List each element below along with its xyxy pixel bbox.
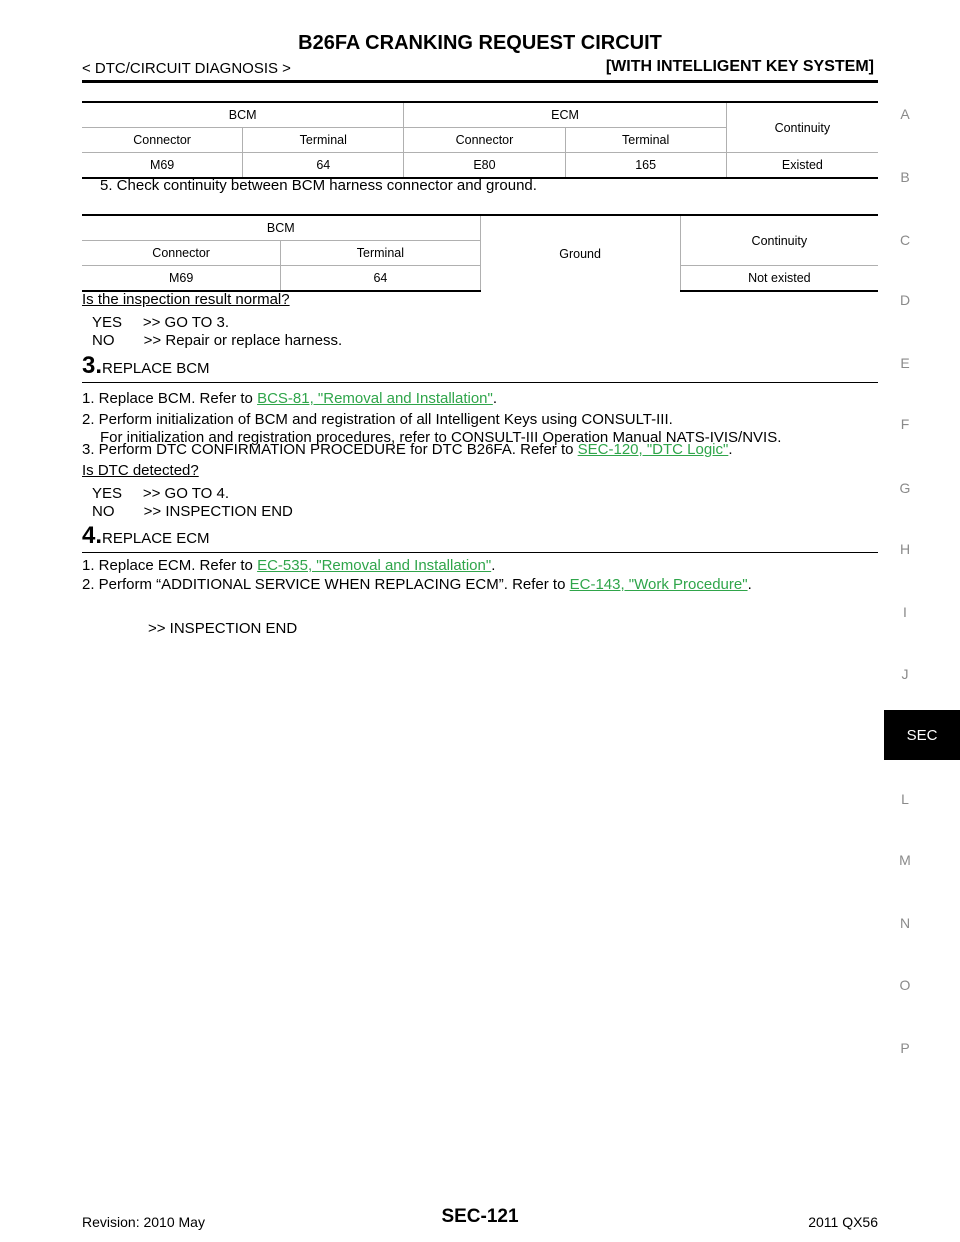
table-header-terminal: Terminal <box>242 127 405 153</box>
answer-no: NO >> Repair or replace harness. <box>92 332 343 349</box>
side-index-i[interactable]: I <box>903 604 907 620</box>
item-text: 3. Perform DTC CONFIRMATION PROCEDURE fo… <box>82 441 578 458</box>
side-index-h[interactable]: H <box>899 541 911 557</box>
answer-no: NO >> INSPECTION END <box>92 503 293 520</box>
step3-divider <box>82 382 878 383</box>
table-header-terminal: Terminal <box>280 240 481 266</box>
item-text: 1. Replace ECM. Refer to <box>82 557 258 574</box>
step3-item1: 1. Replace BCM. Refer to BCS-81, "Remova… <box>82 390 497 407</box>
table-header-ground: Ground <box>480 214 681 291</box>
question-inspection-normal: Is the inspection result normal? <box>82 291 290 308</box>
table-cell: M69 <box>82 152 244 179</box>
bcm-ecm-continuity-table: BCM ECM Continuity Connector Terminal Co… <box>82 101 878 179</box>
step4-item1: 1. Replace ECM. Refer to EC-535, "Remova… <box>82 557 495 574</box>
table-cell: Not existed <box>680 265 878 292</box>
step-number: 3. <box>82 352 103 379</box>
step-number: 4. <box>82 522 103 549</box>
page-title: B26FA CRANKING REQUEST CIRCUIT <box>298 32 662 54</box>
step-title: REPLACE ECM <box>102 530 210 547</box>
step4-divider <box>82 552 878 553</box>
table-cell: 64 <box>242 152 405 179</box>
footer-model: 2011 QX56 <box>808 1214 878 1230</box>
link-bcs-81[interactable]: BCS-81, "Removal and Installation" <box>257 390 493 407</box>
table-header-connector: Connector <box>82 127 244 153</box>
step4-end: >> INSPECTION END <box>148 620 298 637</box>
side-index-f[interactable]: F <box>900 416 910 432</box>
section-label: < DTC/CIRCUIT DIAGNOSIS > <box>82 60 291 77</box>
item-text: . <box>747 576 752 593</box>
step2-item5: 5. Check continuity between BCM harness … <box>100 177 537 194</box>
table-header-continuity: Continuity <box>726 101 878 153</box>
table-cell: E80 <box>403 152 566 179</box>
link-ec-143[interactable]: EC-143, "Work Procedure" <box>569 576 748 593</box>
step4-item2: 2. Perform “ADDITIONAL SERVICE WHEN REPL… <box>82 576 752 593</box>
link-sec-120[interactable]: SEC-120, "DTC Logic" <box>577 441 729 458</box>
table-cell: 165 <box>565 152 727 179</box>
table-header-bcm: BCM <box>82 214 481 241</box>
table-header-connector: Connector <box>403 127 566 153</box>
item-text: 2. Perform “ADDITIONAL SERVICE WHEN REPL… <box>82 576 570 593</box>
footer-revision: Revision: 2010 May <box>82 1214 205 1230</box>
side-index-g[interactable]: G <box>899 480 911 496</box>
table-header-ecm: ECM <box>403 101 727 128</box>
step-title: REPLACE BCM <box>102 360 210 377</box>
side-index-a[interactable]: A <box>900 106 910 122</box>
step3-heading: 3.REPLACE BCM <box>82 352 210 380</box>
side-index-l[interactable]: L <box>901 791 909 807</box>
step3-item3: 3. Perform DTC CONFIRMATION PROCEDURE fo… <box>82 441 733 458</box>
side-index-n[interactable]: N <box>899 915 911 931</box>
answer-yes: YES >> GO TO 4. <box>92 485 230 502</box>
table-cell: M69 <box>82 265 282 292</box>
side-index-d[interactable]: D <box>899 292 911 308</box>
link-ec-535[interactable]: EC-535, "Removal and Installation" <box>257 557 492 574</box>
question-dtc-detected: Is DTC detected? <box>82 462 199 479</box>
table-header-continuity: Continuity <box>680 214 878 266</box>
table-cell: 64 <box>280 265 481 292</box>
table-header-bcm: BCM <box>82 101 405 128</box>
side-index-b[interactable]: B <box>900 169 910 185</box>
variant-label: [WITH INTELLIGENT KEY SYSTEM] <box>605 58 874 75</box>
side-index-c[interactable]: C <box>899 232 911 248</box>
bcm-ground-continuity-table: BCM Ground Continuity Connector Terminal… <box>82 214 878 292</box>
step4-heading: 4.REPLACE ECM <box>82 522 210 550</box>
side-index-j[interactable]: J <box>901 666 909 682</box>
side-index-o[interactable]: O <box>899 977 911 993</box>
step3-item2-note: For initialization and registration proc… <box>100 429 782 446</box>
answer-yes: YES >> GO TO 3. <box>92 314 230 331</box>
side-index-sec-tab[interactable]: SEC <box>884 710 960 760</box>
table-cell: Existed <box>726 152 878 179</box>
table-header-terminal: Terminal <box>565 127 727 153</box>
side-index-m[interactable]: M <box>899 852 911 868</box>
header-divider <box>82 80 878 83</box>
side-index-p[interactable]: P <box>900 1040 910 1056</box>
item-text: 1. Replace BCM. Refer to <box>82 390 258 407</box>
item-text: . <box>491 557 496 574</box>
item-text: . <box>492 390 498 407</box>
item-text: . <box>728 441 733 458</box>
table-header-connector: Connector <box>82 240 282 266</box>
footer-page-number: SEC-121 <box>441 1206 519 1227</box>
side-index-e[interactable]: E <box>900 355 910 371</box>
step3-item2: 2. Perform initialization of BCM and reg… <box>82 411 673 428</box>
